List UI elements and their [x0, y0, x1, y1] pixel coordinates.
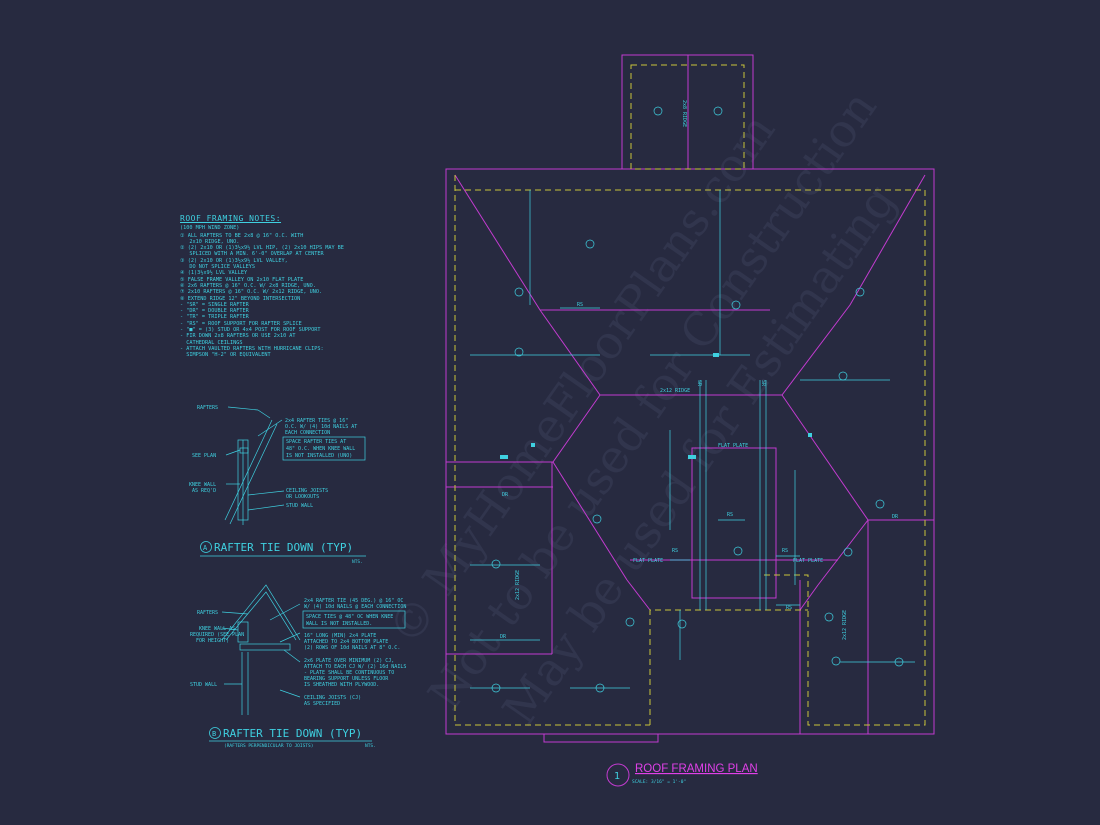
watermark: © MyHomeFloorPlans.com Not to be used fo… — [377, 81, 906, 735]
detail-a-marker: A — [203, 544, 208, 552]
detail-b-plate-2: ATTACH TO EACH CJ W/ (2) 16d NAILS — [304, 664, 406, 670]
label-2x12-ridge-left: 2x12 RIDGE — [515, 570, 521, 600]
detail-b-tie-1: 2x4 RAFTER TIE (45 DEG.) @ 16" OC — [304, 598, 403, 604]
detail-b-plate-4: BEARING SUPPORT UNLESS FLOOR — [304, 676, 389, 682]
detail-b-plate-1: 2x6 PLATE OVER MINIMUM (2) CJ, — [304, 658, 394, 664]
plan-number: 1 — [614, 771, 620, 782]
notes-subtitle: (100 MPH WIND ZONE) — [180, 225, 240, 232]
detail-a-knee-wall: KNEE WALL — [189, 482, 216, 488]
notes-line: ⑥ 2x6 RAFTERS @ 16" O.C. W/ 2x8 RIDGE, U… — [180, 282, 316, 289]
notes-line: CATHEDRAL CEILINGS — [180, 339, 243, 346]
detail-a-title: A RAFTER TIE DOWN (TYP) NTS. — [200, 541, 366, 565]
detail-a-cj-2: OR LOOKOUTS — [286, 494, 319, 500]
detail-b-long-1: 16" LONG (MIN) 2x4 PLATE — [304, 633, 376, 639]
detail-b-space-2: WALL IS NOT INSTALLED. — [306, 621, 372, 627]
notes-line: ④ (1)3½x9½ LVL VALLEY — [180, 270, 248, 277]
notes-line: - "SR" = SINGLE RAFTER — [180, 301, 249, 308]
label-rs-5: RS — [786, 605, 792, 611]
label-2x12-ridge-right: 2x12 RIDGE — [842, 610, 848, 640]
label-sr-2: SR — [760, 380, 766, 387]
notes-line: - FIR DOWN 2x8 RAFTERS OR USE 2x10 AT — [180, 333, 296, 340]
detail-b-kw-1: KNEE WALL AS — [199, 626, 235, 632]
label-rs-4: RS — [782, 548, 788, 554]
label-rs-2: RS — [727, 512, 733, 518]
label-dr-2: DR — [500, 634, 507, 640]
label-rs-3: RS — [672, 548, 678, 554]
detail-a-title-text: RAFTER TIE DOWN (TYP) — [214, 541, 353, 554]
detail-b — [221, 584, 406, 715]
detail-b-cj-1: CEILING JOISTS (CJ) — [304, 695, 361, 701]
detail-a-see-plan: SEE PLAN — [192, 453, 216, 459]
roof-framing-plan: 2x8 RIDGE 2x12 RIDGE FLAT PLATE FLAT PLA… — [445, 54, 935, 743]
detail-a-scale: NTS. — [352, 559, 363, 565]
notes-line: 2x10 RIDGE, UNO. — [180, 238, 240, 245]
notes-line: ③ (2) 2x10 OR (1)3½x9½ LVL VALLEY, — [180, 257, 288, 264]
detail-b-stud: STUD WALL — [190, 682, 217, 688]
notes-line: SIMPSON "H-2" OR EQUIVALENT — [180, 352, 271, 359]
detail-b-cj-2: AS SPECIFIED — [304, 701, 340, 707]
plan-title: ROOF FRAMING PLAN — [635, 763, 758, 775]
detail-b-long-2: ATTACHED TO 2x4 BOTTOM PLATE — [304, 639, 388, 645]
detail-a — [224, 406, 366, 525]
notes-line: DO NOT SPLICE VALLEYS — [180, 264, 255, 271]
detail-b-kw-2: REQUIRED (SEE PLAN — [190, 632, 244, 638]
detail-b-scale: NTS. — [365, 743, 376, 749]
label-2x12-ridge: 2x12 RIDGE — [660, 388, 690, 394]
label-flat-plate-right: FLAT PLATE — [793, 558, 823, 564]
detail-a-rafters: RAFTERS — [197, 405, 218, 411]
label-dr-1: DR — [502, 492, 509, 498]
detail-b-plate-3: - PLATE SHALL BE CONTINUOUS TO — [304, 670, 394, 676]
watermark-line-2: Not to be used for Construction — [417, 81, 887, 719]
detail-b-plate-5: IS SHEATHED WITH PLYWOOD. — [304, 682, 379, 688]
detail-a-space-2: 48" O.C. WHEN KNEE WALL — [286, 446, 355, 452]
plan-scale: SCALE: 3/16" = 1'-0" — [632, 779, 686, 785]
notes-line: - "TR" = TRIPLE RAFTER — [180, 314, 249, 321]
detail-b-subtitle: (RAFTERS PERPENDICULAR TO JOISTS) — [224, 743, 313, 749]
detail-b-title-text: RAFTER TIE DOWN (TYP) — [223, 727, 362, 740]
detail-b-space-1: SPACE TIES @ 48" OC WHEN KNEE — [306, 614, 393, 620]
label-sr-1: SR — [696, 380, 702, 387]
detail-a-stud: STUD WALL — [286, 503, 313, 509]
detail-a-tie-1: 2x4 RAFTER TIES @ 16" — [285, 418, 348, 424]
notes-title: ROOF FRAMING NOTES: — [180, 214, 282, 223]
detail-b-marker: B — [212, 730, 216, 738]
label-flat-plate-left: FLAT PLATE — [633, 558, 663, 564]
label-flat-plate-top: FLAT PLATE — [718, 443, 748, 449]
plan-title-block: 1 ROOF FRAMING PLAN SCALE: 3/16" = 1'-0" — [606, 763, 758, 787]
label-rs-1: RS — [577, 302, 583, 308]
notes-line: ⑧ EXTEND RIDGE 12" BEYOND INTERSECTION — [180, 295, 301, 302]
notes-line: SPLICED WITH A MIN. 6'-0" OVERLAP AT CEN… — [180, 251, 324, 258]
notes-line: ⑤ FALSE FRAME VALLEY ON 2x10 FLAT PLATE — [180, 276, 304, 283]
notes-line: ② (2) 2x10 OR (1)3½x9½ LVL HIP, (2) 2x10… — [180, 245, 344, 252]
notes-line: ⑦ 2x10 RAFTERS @ 16" O.C. W/ 2x12 RIDGE,… — [180, 289, 323, 296]
label-dr-3: DR — [892, 514, 899, 520]
detail-b-kw-3: FOR HEIGHT) — [196, 638, 229, 644]
detail-b-title: B RAFTER TIE DOWN (TYP) (RAFTERS PERPEND… — [209, 727, 376, 749]
detail-b-long-3: (2) ROWS OF 10d NAILS AT 8" O.C. — [304, 645, 400, 651]
roof-framing-notes: ROOF FRAMING NOTES: (100 MPH WIND ZONE) … — [180, 214, 380, 359]
detail-b-tie-2: W/ (4) 10d NAILS @ EACH CONNECTION — [304, 604, 406, 610]
detail-a-tie-3: EACH CONNECTION — [285, 430, 330, 436]
notes-line: - "■" = (3) STUD OR 4x4 POST FOR ROOF SU… — [180, 327, 321, 334]
notes-line: - ATTACH VAULTED RAFTERS WITH HURRICANE … — [180, 345, 324, 352]
notes-line: ① ALL RAFTERS TO BE 2x8 @ 16" O.C. WITH — [180, 232, 304, 239]
notes-line: - "RS" = ROOF SUPPORT FOR RAFTER SPLICE — [180, 320, 302, 327]
detail-a-space-3: IS NOT INSTALLED (UNO) — [286, 453, 352, 459]
label-2x8-ridge: 2x8 RIDGE — [681, 100, 687, 127]
detail-a-space-1: SPACE RAFTER TIES AT — [286, 439, 346, 445]
notes-line: - "DR" = DOUBLE RAFTER — [180, 308, 249, 315]
detail-a-cj-1: CEILING JOISTS — [286, 488, 328, 494]
detail-a-as-reqd: AS REQ'D — [192, 488, 216, 494]
detail-b-rafters: RAFTERS — [197, 610, 218, 616]
detail-a-tie-2: O.C. W/ (4) 10d NAILS AT — [285, 424, 357, 430]
